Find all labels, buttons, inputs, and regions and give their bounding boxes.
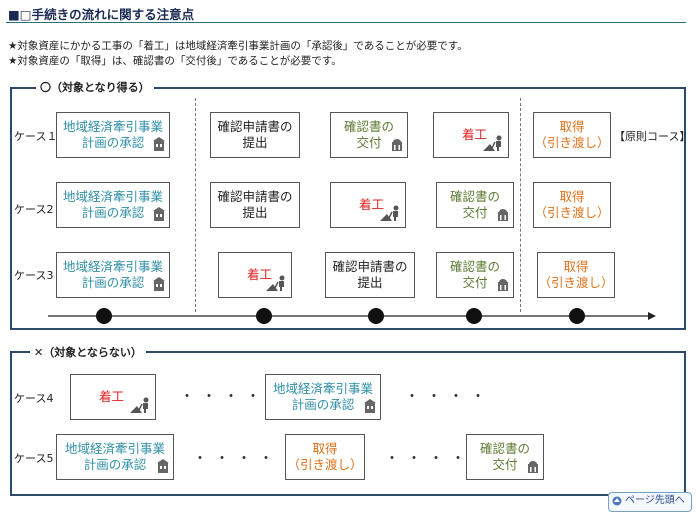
step-construction-start: 着工 [70,374,156,420]
step-construction-start: 着工 [433,112,509,158]
step-application: 確認申請書の 提出 [210,182,300,228]
building-icon [152,137,166,155]
step-label: 着工 [359,197,385,212]
step-plan-approval: 地域経済牽引事業 計画の承認 [265,374,381,420]
ellipsis: ・・・・ [385,451,473,467]
step-label: 着工 [247,267,273,282]
timeline-arrowhead [648,312,656,320]
timeline [48,308,656,324]
ellipsis: ・・・・ [193,451,281,467]
note-acquire: ★対象資産の「取得」は、確認書の「交付後」であることが必要です。 [8,55,342,67]
step-acquisition: 取得 （引き渡し） [533,182,611,228]
note-start: ★対象資産にかかる工事の「着工」は地域経済牽引事業計画の「承認後」であることが必… [8,40,468,52]
panel-not-eligible-title: ✕（対象とならない） [30,344,146,360]
stage-divider [520,98,521,312]
construction-worker-icon [130,397,152,417]
step-label: 取得 （引き渡し） [534,119,610,150]
step-label: 確認申請書の 提出 [217,119,293,150]
case-label: ケース3 [14,269,54,282]
step-plan-approval: 地域経済牽引事業 計画の承認 [56,182,170,228]
timeline-dot [466,308,482,324]
step-label: 地域経済牽引事業 計画の承認 [62,119,163,150]
panel-eligible-title: 〇（対象となり得る） [36,79,154,95]
building-icon [496,207,510,225]
step-application: 確認申請書の 提出 [325,252,415,298]
step-acquisition: 取得 （引き渡し） [285,434,365,480]
case-label: ケース１ [14,130,58,143]
step-label: 確認書の 交付 [449,259,500,290]
step-plan-approval: 地域経済牽引事業 計画の承認 [56,112,170,158]
building-icon [152,277,166,295]
arrow-up-icon [612,496,622,512]
step-label: 着工 [99,389,125,404]
building-icon [390,137,404,155]
timeline-dot [569,308,585,324]
construction-worker-icon [266,275,288,295]
step-confirmation-issued: 確認書の 交付 [466,434,544,480]
step-acquisition: 取得 （引き渡し） [537,252,615,298]
step-label: 着工 [462,127,488,142]
step-label: 地域経済牽引事業 計画の承認 [64,441,165,472]
step-label: 確認書の 交付 [343,119,394,150]
step-label: 取得 （引き渡し） [538,259,614,290]
panel-eligible [10,87,686,330]
step-label: 取得 （引き渡し） [534,189,610,220]
step-plan-approval: 地域経済牽引事業 計画の承認 [56,434,174,480]
step-label: 取得 （引き渡し） [287,441,363,472]
step-label: 地域経済牽引事業 計画の承認 [62,189,163,220]
step-plan-approval: 地域経済牽引事業 計画の承認 [56,252,170,298]
step-confirmation-issued: 確認書の 交付 [436,182,514,228]
building-icon [526,459,540,477]
building-icon [363,399,377,417]
building-icon [152,207,166,225]
timeline-dot [96,308,112,324]
case-label: ケース4 [14,392,54,405]
page-top-label: ページ先頭へ [625,495,685,506]
timeline-dot [256,308,272,324]
case-label: ケース5 [14,452,54,465]
stage-divider [195,98,196,312]
ellipsis: ・・・・ [405,389,493,405]
page-heading: ■□手続きの流れに関する注意点 [8,7,195,22]
step-construction-start: 着工 [330,182,406,228]
building-icon [156,459,170,477]
case-label: ケース2 [14,203,54,216]
step-confirmation-issued: 確認書の 交付 [330,112,408,158]
step-label: 地域経済牽引事業 計画の承認 [272,381,373,412]
construction-worker-icon [380,205,402,225]
standard-course-label: 【原則コース】 [614,130,691,143]
timeline-dot [368,308,384,324]
construction-worker-icon [483,135,505,155]
heading-underline [6,22,686,23]
step-label: 地域経済牽引事業 計画の承認 [62,259,163,290]
panel-not-eligible [10,351,686,496]
building-icon [496,277,510,295]
step-label: 確認書の 交付 [479,441,530,472]
step-acquisition: 取得 （引き渡し） [533,112,611,158]
step-application: 確認申請書の 提出 [210,112,300,158]
step-confirmation-issued: 確認書の 交付 [436,252,514,298]
step-construction-start: 着工 [218,252,292,298]
step-label: 確認申請書の 提出 [332,259,408,290]
ellipsis: ・・・・ [180,389,268,405]
page-top-link[interactable]: ページ先頭へ [608,492,692,512]
step-label: 確認書の 交付 [449,189,500,220]
step-label: 確認申請書の 提出 [217,189,293,220]
